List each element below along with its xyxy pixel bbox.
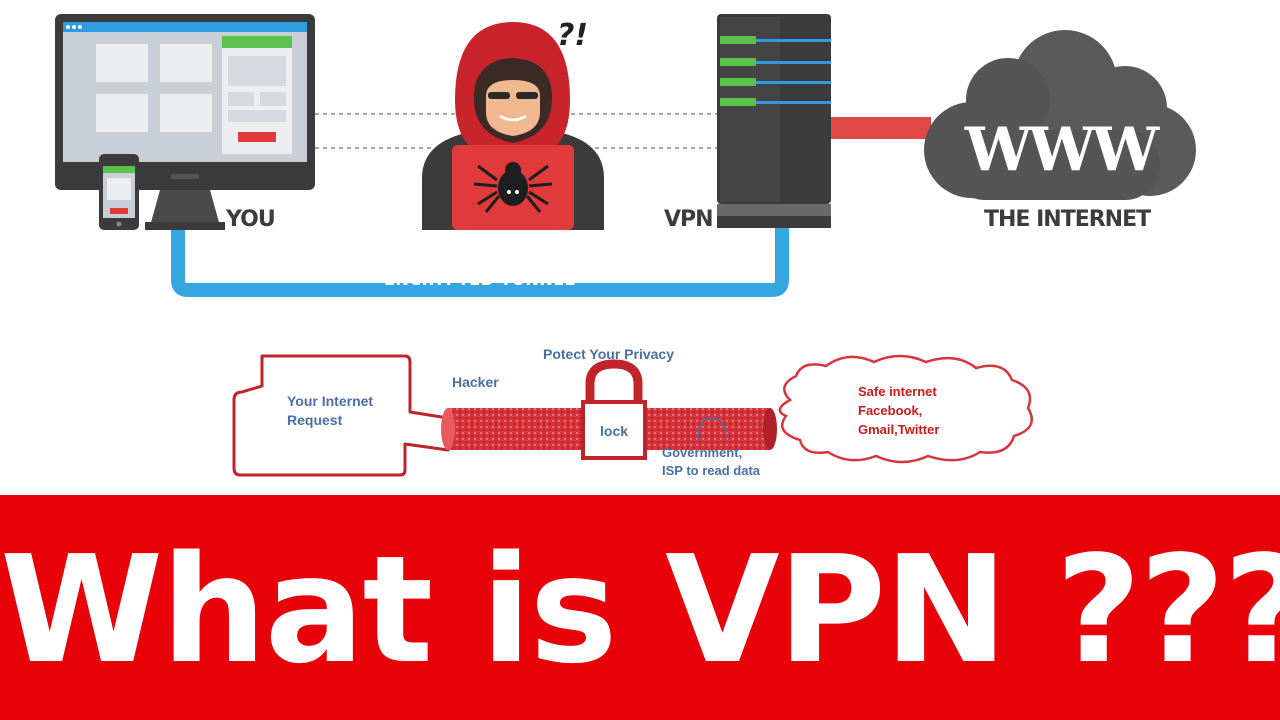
spider-icon — [473, 164, 553, 213]
encrypted-tunnel-label: ENCRYPTED TUNNEL — [384, 270, 576, 289]
privacy-label: Potect Your Privacy — [543, 346, 674, 362]
vpn-server-icon — [717, 14, 831, 228]
request-box — [232, 354, 450, 477]
lock-label: lock — [600, 423, 629, 439]
vpn-label: VPN — [664, 207, 714, 232]
safe-internet-label: Safe internet Facebook, Gmail,Twitter — [858, 384, 940, 437]
vpn-internet-link — [831, 117, 931, 139]
you-label: YOU — [226, 207, 276, 232]
lock-icon — [581, 359, 647, 460]
hacker-icon — [422, 22, 604, 230]
government-label: Government, ISP to read data — [662, 445, 761, 478]
phone-icon — [99, 154, 139, 230]
hacker-label: Hacker — [452, 374, 499, 390]
encrypted-tunnel-path — [171, 228, 789, 297]
monitor-icon — [55, 14, 315, 230]
internet-label: THE INTERNET — [984, 207, 1151, 232]
headline-banner — [0, 495, 1280, 720]
safe-internet-cloud — [778, 354, 1033, 464]
headline-title: What is VPN ??? — [0, 524, 1280, 696]
cloud-icon: WWW — [924, 30, 1196, 200]
request-label: Your Internet Request — [287, 393, 374, 428]
www-text: WWW — [964, 115, 1161, 185]
interrobang-label: ?! — [557, 18, 589, 53]
